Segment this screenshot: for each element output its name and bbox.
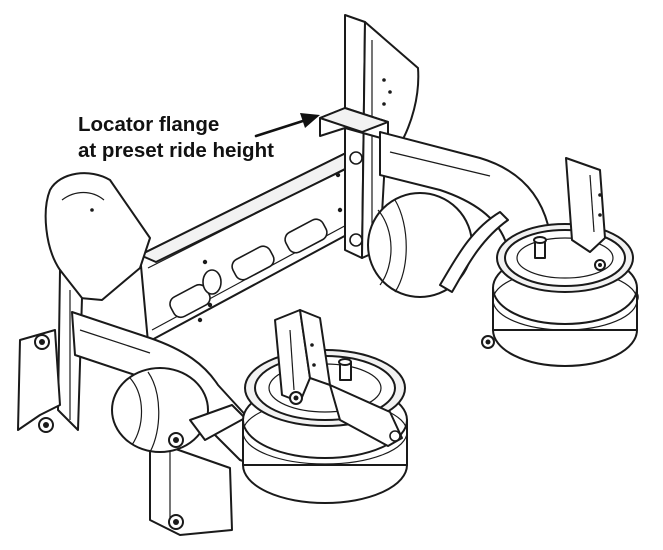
nut bbox=[34, 334, 50, 350]
cross-member-bolts bbox=[197, 172, 343, 323]
nut bbox=[481, 335, 495, 349]
left-air-bag bbox=[111, 367, 246, 453]
nut bbox=[594, 259, 606, 271]
right-air-spring bbox=[492, 157, 638, 367]
hardware-nuts bbox=[34, 259, 606, 530]
nut bbox=[38, 417, 54, 433]
locator-flange-callout: Locator flange at preset ride height bbox=[78, 112, 274, 164]
cross-member bbox=[139, 149, 369, 343]
callout-arrow bbox=[254, 113, 320, 138]
left-hanger-bracket bbox=[17, 172, 151, 431]
nut bbox=[168, 432, 184, 448]
left-air-spring bbox=[242, 309, 408, 504]
cross-member-slots bbox=[169, 218, 328, 319]
nut bbox=[289, 391, 303, 405]
right-air-bag bbox=[367, 192, 509, 298]
callout-line-1: Locator flange bbox=[78, 113, 220, 136]
nut bbox=[168, 514, 184, 530]
callout-line-2: at preset ride height bbox=[78, 139, 274, 162]
